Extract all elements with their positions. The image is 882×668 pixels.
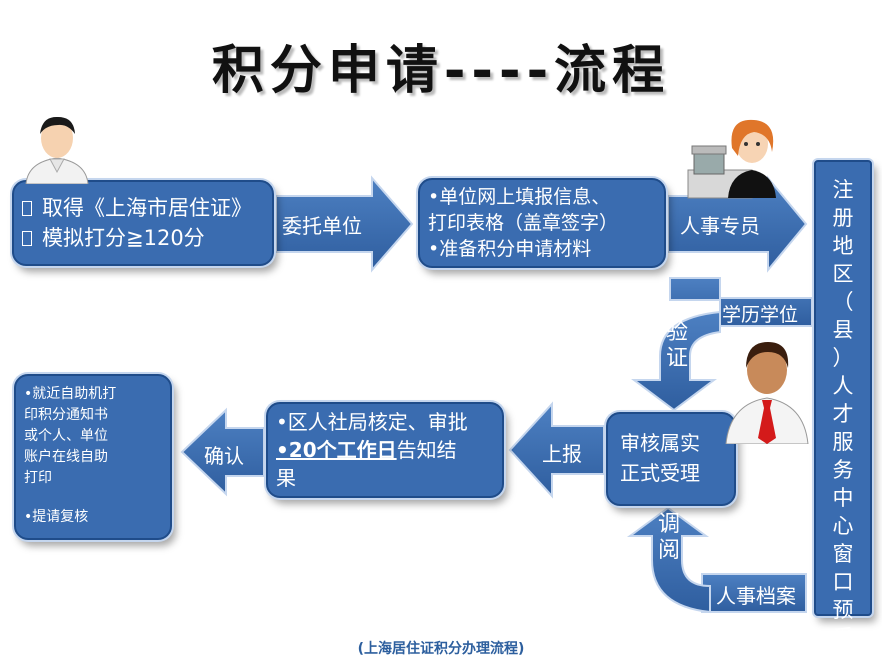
applicant-person-icon [25,116,89,184]
center-char: 受 [832,626,854,650]
center-char: 地 [832,234,854,258]
box-unit: •单位网上填报信息、 打印表格（盖章签字） •准备积分申请材料 [418,178,666,268]
unit-step-3: •准备积分申请材料 [428,238,592,260]
center-char: 县 [832,318,854,342]
center-char: 才 [832,402,854,426]
page-title: 积分申请----流程 [211,41,671,101]
arrow-verify [631,310,721,412]
final-line-5: 打印 [24,470,52,486]
bullet-square-icon [22,201,32,216]
bullet-square-icon [22,231,32,246]
arrow-report-label: 上报 [542,442,582,466]
center-char: 中 [832,486,854,510]
box-final: •就近自助机打 印积分通知书 或个人、单位 账户在线自助 打印 •提请复核 [14,374,172,540]
arrow-entrust [275,175,414,273]
verify-char: 证 [665,346,688,371]
box-review: 审核属实 正式受理 [606,412,736,506]
center-char: 注 [832,178,854,202]
review-line-2: 正式受理 [620,461,700,485]
unit-step-2: 打印表格（盖章签字） [428,212,619,234]
access-char: 阅 [657,538,680,563]
center-char: 心 [832,514,854,538]
arrow-degree [669,277,813,327]
final-line-2: 印积分通知书 [24,407,108,423]
arrow-access [626,506,711,614]
center-char: 册 [832,206,854,230]
district-line-3: 果 [276,466,296,490]
district-notify: 告知结 [396,438,457,462]
box-talent-center: 注 册 地 区 （ 县 ） 人 才 服 务 中 心 窗 口 预 受 理 [814,160,872,668]
arrow-report [508,401,605,499]
officer-person-icon [725,342,809,444]
district-line-1: •区人社局核定、审批 [276,410,468,434]
box-requirements: 取得《上海市居住证》 模拟打分≧120分 [12,180,274,266]
diagram-caption: (上海居住证积分办理流程) [357,641,525,657]
district-deadline: •20个工作日 [276,438,397,462]
arrow-confirm [180,407,265,497]
review-line-1: 审核属实 [620,431,700,455]
arrow-hr-label: 人事专员 [680,214,760,238]
arrow-archive-label: 人事档案 [716,584,796,608]
access-label: 调 阅 [656,512,682,564]
arrow-confirm-label: 确认 [204,444,244,468]
center-char: 人 [832,374,854,398]
final-line-3: 或个人、单位 [24,428,108,444]
arrow-entrust-label: 委托单位 [282,214,362,238]
center-char: ） [832,346,854,370]
verify-label: 验 证 [664,320,690,372]
hr-specialist-icon [687,119,776,199]
requirement-residence-permit: 取得《上海市居住证》 [42,196,252,220]
final-line-4: 账户在线自助 [24,449,108,465]
center-char: 区 [832,262,854,286]
center-char: 预 [832,598,854,622]
center-char: 务 [832,458,854,482]
center-char: （ [832,290,854,314]
center-char: 口 [832,570,854,594]
unit-step-1: •单位网上填报信息、 [428,186,611,208]
center-char: 窗 [832,542,854,566]
verify-char: 验 [665,320,688,345]
arrow-degree-label: 学历学位 [722,304,799,326]
final-line-1: •就近自助机打 [24,386,117,402]
center-char: 服 [832,430,854,454]
center-char: 理 [832,654,854,668]
access-char: 调 [657,512,680,537]
requirement-score: 模拟打分≧120分 [42,226,205,250]
final-line-6: •提请复核 [24,509,89,525]
box-district: •区人社局核定、审批 •20个工作日告知结 果 [266,402,504,498]
